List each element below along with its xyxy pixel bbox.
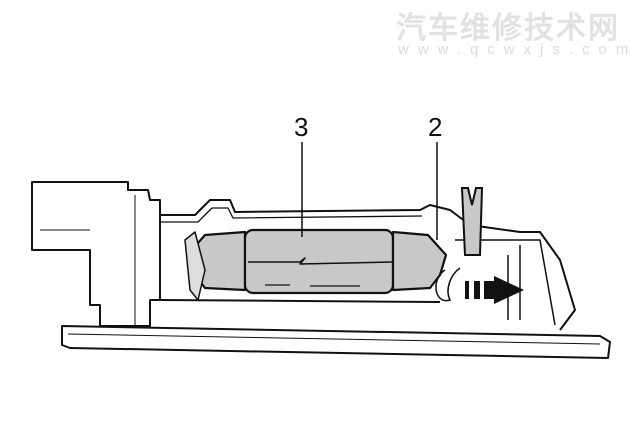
watermark-title: 汽车维修技术网 (396, 11, 620, 46)
callout-label-3: 3 (294, 112, 308, 142)
callout-3: 3 (294, 112, 308, 237)
base-plate (61, 325, 611, 359)
callout-label-2: 2 (428, 112, 442, 142)
watermark: 汽车维修技术网 www.qcwxjs.com (396, 11, 631, 58)
direction-arrow (465, 276, 524, 304)
bulb (184, 228, 448, 301)
lamp-housing (160, 199, 576, 331)
contact-clip (435, 187, 484, 302)
connector-housing (31, 181, 161, 327)
callout-2: 2 (428, 112, 442, 240)
watermark-url: www.qcwxjs.com (397, 41, 631, 58)
